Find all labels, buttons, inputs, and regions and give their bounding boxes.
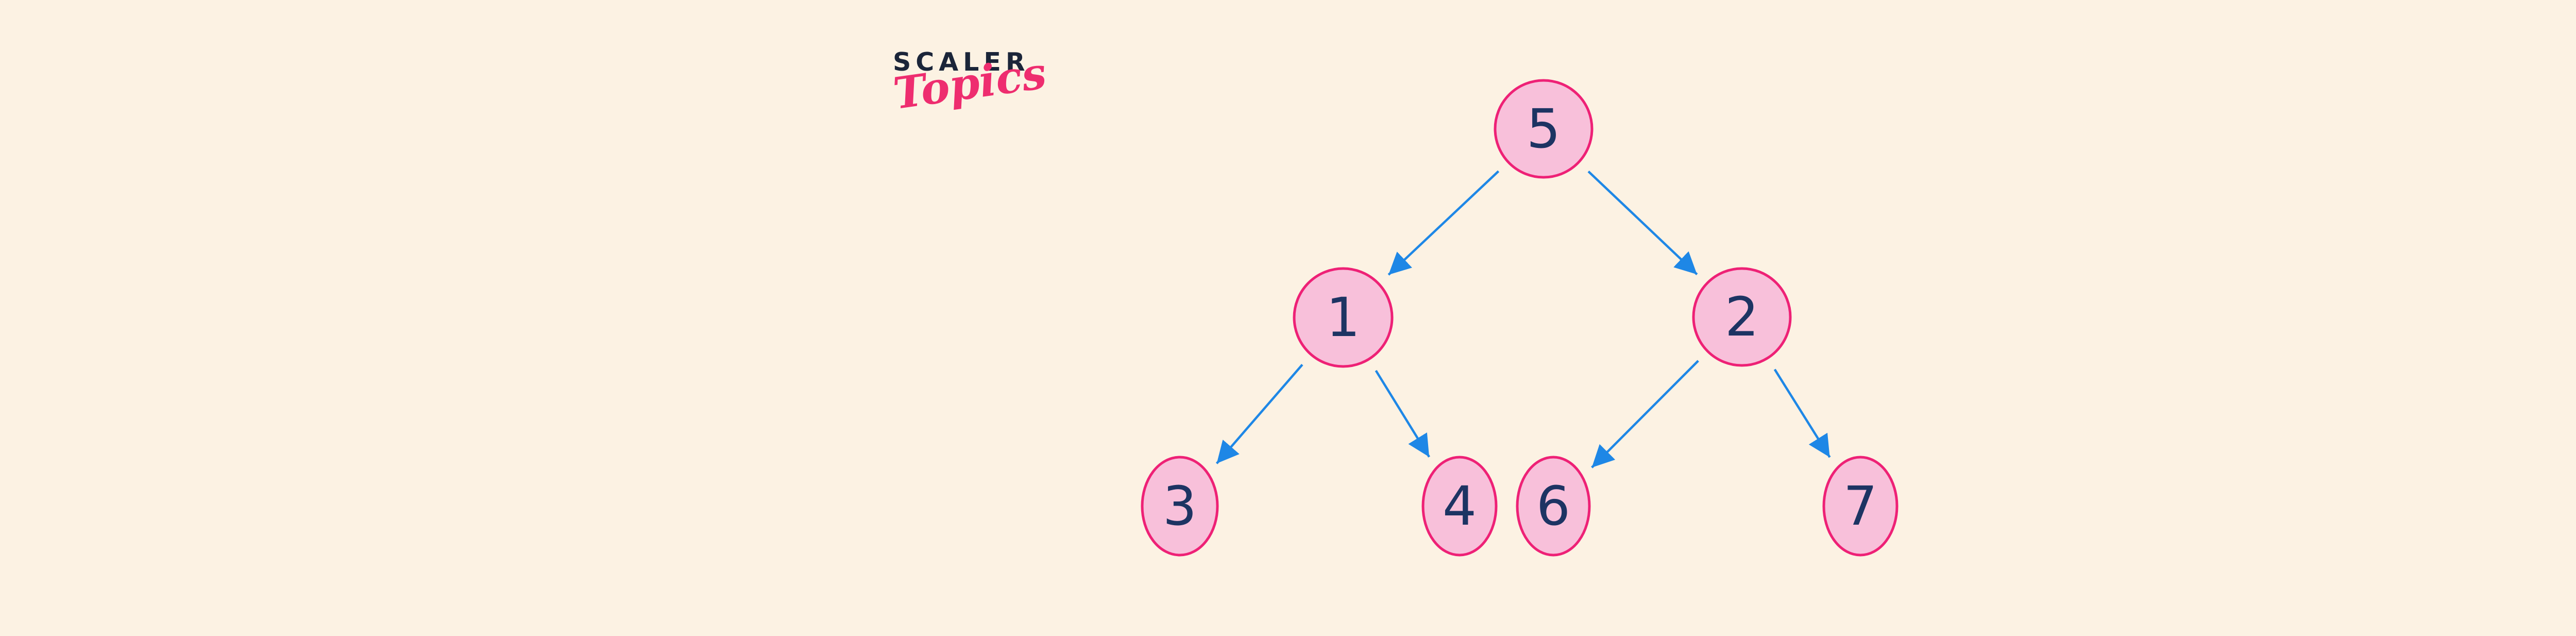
- node-circle-4: [1421, 456, 1498, 557]
- tree-edge-1-4: [1375, 370, 1431, 458]
- node-label-6: 6: [1536, 475, 1570, 538]
- tree-edge-2-6: [1591, 360, 1699, 468]
- node-label-5: 5: [1527, 97, 1561, 160]
- tree-node-3: 3: [1141, 456, 1219, 557]
- node-circle-6: [1516, 456, 1591, 557]
- tree-node-2: 2: [1692, 267, 1792, 367]
- tree-node-7: 7: [1822, 456, 1899, 557]
- tree-node-1: 1: [1293, 267, 1394, 368]
- node-label-1: 1: [1326, 286, 1360, 349]
- node-label-7: 7: [1843, 475, 1877, 538]
- node-circle-7: [1822, 456, 1899, 557]
- tree-edge-2-7: [1773, 369, 1831, 458]
- tree-node-5: 5: [1494, 79, 1594, 179]
- logo-text-scaler: SCALER: [893, 47, 1030, 77]
- node-circle-5: [1494, 79, 1594, 179]
- node-label-3: 3: [1163, 475, 1197, 538]
- node-label-4: 4: [1443, 475, 1477, 538]
- tree-edge-5-1: [1387, 170, 1500, 276]
- tree-node-6: 6: [1516, 456, 1591, 557]
- node-circle-3: [1141, 456, 1219, 557]
- tree-node-4: 4: [1421, 456, 1498, 557]
- node-circle-2: [1692, 267, 1792, 367]
- tree-edge-1-3: [1215, 364, 1303, 464]
- tree-edge-5-2: [1587, 170, 1698, 276]
- scaler-topics-logo: SCALER Topics: [890, 47, 1058, 120]
- node-label-2: 2: [1725, 286, 1759, 348]
- node-circle-1: [1293, 267, 1394, 368]
